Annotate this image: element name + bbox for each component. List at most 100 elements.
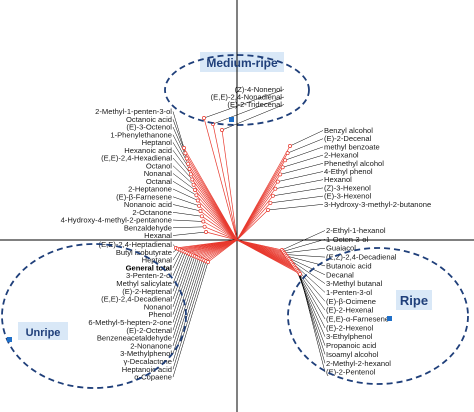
label-propanoic-acid: Propanoic acid — [326, 341, 376, 350]
unripe-ellipse — [1, 243, 187, 389]
label-decalactone: γ-Decalactone — [123, 357, 172, 366]
label-nonanoic-acid: Nonanoic acid — [124, 200, 172, 209]
label-2-heptanone: 2-Heptanone — [128, 185, 172, 194]
leader-heptanal — [172, 249, 181, 261]
label-e-ocimene: (E)-β-Ocimene — [326, 297, 376, 306]
label-e-3-octenol: (E)-3-Octenol — [126, 123, 172, 132]
label-benzeneacetaldehyde: Benzeneacetaldehyde — [97, 334, 172, 343]
label-3-methylphenol: 3-Methylphenol — [120, 349, 172, 358]
label-nonanal: Nonanal — [144, 169, 173, 178]
medium-ripe-label: Medium-ripe — [206, 56, 278, 70]
leader-e-z-2-4-decadienal — [285, 254, 326, 258]
label-6-methyl-5-hepten-2-one: 6-Methyl-5-hepten-2-one — [88, 318, 172, 327]
leader-general-total — [172, 250, 182, 269]
ripe-ellipse — [287, 247, 469, 385]
ray-hexanol — [236, 188, 276, 241]
leader-heptanoic-acid — [172, 261, 207, 370]
marker-e-3-octenol — [184, 156, 189, 161]
marker-benzyl-alcohol — [288, 144, 292, 148]
marker-octanoic-acid — [183, 151, 188, 156]
label-decanal: Decanal — [326, 270, 354, 279]
marker-heptanol — [187, 167, 192, 171]
label-1-octen-3-ol: 1-Octen-3-ol — [326, 235, 369, 244]
label-hexanol: Hexanol — [324, 175, 352, 184]
marker-e-e-2-4-hexadienal — [190, 177, 195, 182]
label-3-ethylphenol: 3-Ethylphenol — [326, 332, 373, 341]
leader-6-methyl-5-hepten-2-one — [172, 256, 196, 323]
marker-4-ethyl-phenol — [275, 179, 280, 184]
label-methyl-salicylate: Methyl salicylate — [116, 279, 172, 288]
leader-nonanol — [172, 254, 192, 307]
label-e-z-2-4-decadienal: (E,Z)-2,4-Decadienal — [326, 253, 397, 262]
ray-e-farnesene — [198, 205, 238, 241]
marker-e-2-tridecenal — [220, 128, 224, 132]
marker-z-3-hexenol — [270, 193, 275, 198]
label-3-methyl-butanal: 3-Methyl butanal — [326, 279, 382, 288]
leader-2-octanone — [172, 212, 202, 217]
leader-2-heptanone — [172, 188, 198, 201]
ray-e-2-tridecenal — [221, 129, 238, 241]
group-ellipses — [1, 54, 469, 389]
medium-ripe-centroid-marker — [229, 117, 234, 122]
label-e-2-heptenal: (E)-2-Heptenal — [122, 287, 172, 296]
label-e-farnesene: (E)-β-Farnesene — [116, 192, 172, 201]
leader-methyl-salicylate — [172, 252, 186, 284]
label-z-4-nonenol: (Z)-4-Nonenol — [235, 85, 283, 94]
leader-benzaldehyde — [172, 226, 205, 229]
label-4-ethyl-phenol: 4-Ethyl phenol — [324, 167, 373, 176]
label-3-hydroxy-3-methyl-2-butanone: 3-Hydroxy-3-methyl-2-butanone — [324, 200, 431, 209]
label-2-octanone: 2-Octanone — [132, 208, 172, 217]
marker-3-hydroxy-3-methyl-2-butanone — [266, 208, 270, 212]
label-2-ethyl-1-hexanol: 2-Ethyl-1-hexanol — [326, 226, 386, 235]
leader-e-e-2-4-hexadienal — [172, 157, 193, 180]
leader-z-4-nonenol — [203, 89, 285, 119]
leader-e-farnesene — [172, 196, 200, 207]
loading-rays — [175, 117, 301, 275]
label-octanoic-acid: Octanoic acid — [126, 115, 172, 124]
leader-e-2-heptenal — [172, 252, 188, 292]
unripe-label-bg — [18, 322, 68, 340]
ray-nonanoic-acid — [200, 210, 238, 241]
marker-nonanoic-acid — [198, 209, 203, 213]
leader-4-hydroxy-4-methyl-2-pentanone — [172, 219, 204, 222]
leader-benzyl-alcohol — [289, 130, 324, 147]
label-phenol: Phenol — [148, 310, 172, 319]
label-e-2-pentenol: (E)-2-Pentenol — [326, 368, 376, 377]
unripe-centroid-marker — [7, 337, 12, 342]
marker-2-octanone — [199, 214, 204, 219]
marker-octanol — [191, 182, 196, 187]
label-4-hydroxy-4-methyl-2-pentanone: 4-Hydroxy-4-methyl-2-pentanone — [61, 216, 172, 225]
label-isoamyl-alcohol: Isoamyl alcohol — [326, 350, 379, 359]
leader-e-e-2-4-decadienal — [172, 253, 190, 300]
ray-e-e-2-4-nonadienal — [212, 123, 238, 241]
marker-hexanol — [273, 186, 278, 191]
ripe-label-bg — [396, 290, 432, 310]
marker-e-2-pentenol — [298, 272, 302, 276]
label-3-penten-2-ol: 3-Penten-2-ol — [126, 271, 172, 280]
label-e-2-hexenol: (E)-2-Hexenol — [326, 323, 374, 332]
ray-e-2-pentenol — [236, 239, 301, 275]
marker-benzaldehyde — [202, 224, 207, 229]
label-general-total: General total — [126, 263, 172, 272]
loading-markers — [174, 116, 302, 276]
leader-3-methyl-butanal — [288, 258, 326, 284]
marker-nonanal — [193, 188, 197, 192]
leader-3-penten-2-ol — [172, 251, 184, 276]
leader-e-e-2-4-nonadienal — [212, 96, 285, 125]
ray-z-4-nonenol — [203, 117, 238, 241]
leader-phenol — [172, 255, 194, 315]
marker-octanal — [194, 193, 199, 198]
ray-e-e-2-4-hexadienal — [192, 179, 238, 241]
leader-1-octen-3-ol — [283, 239, 326, 252]
leader-nonanal — [172, 173, 196, 191]
label-guaiacol: Guaiacol — [326, 244, 356, 253]
label-methyl-benzoate: methyl benzoate — [324, 142, 380, 151]
leader-2-methyl-1-penten-3-ol — [172, 111, 185, 149]
marker-4-hydroxy-4-methyl-2-pentanone — [201, 219, 206, 224]
label-1-phenylethanone: 1-Phenylethanone — [110, 130, 172, 139]
label-octanol: Octanol — [146, 161, 172, 170]
label-e-2-tridecenal: (E)-2-Tridecenal — [227, 100, 282, 109]
ray-copaene — [207, 239, 238, 263]
group-centroid-markers — [7, 117, 392, 342]
